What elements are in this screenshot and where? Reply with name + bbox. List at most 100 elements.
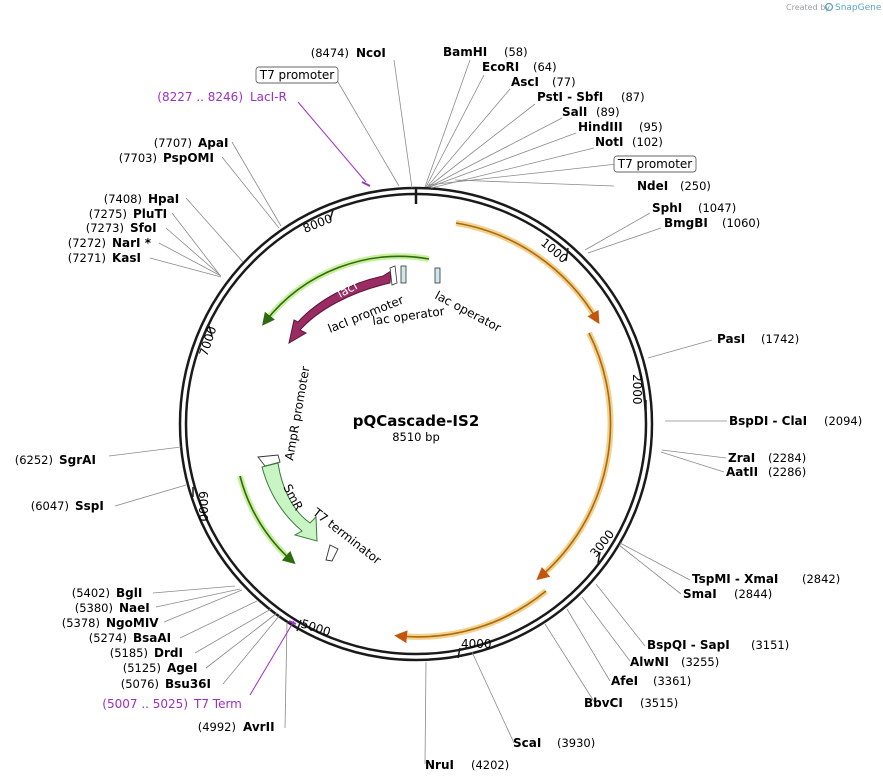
site-apai[interactable]: ApaI — [198, 136, 228, 150]
site-pos-asci: (77) — [552, 75, 576, 89]
tick-4000: 4000 — [461, 637, 492, 651]
t7-promoter-label-2: T7 promoter — [617, 157, 693, 171]
site-tspmi-xmai[interactable]: TspMI - XmaI — [692, 572, 778, 586]
t7-term-mark[interactable] — [288, 620, 297, 625]
site-pos-scai: (3930) — [557, 736, 595, 750]
tick-5000: 5000 — [299, 617, 332, 640]
site-pos-sfoi: (7273) — [86, 221, 124, 235]
t7-terminator-label: T7 terminator — [309, 505, 384, 568]
site-pos-bspdi-clai: (2094) — [824, 414, 862, 428]
site-pluti[interactable]: PluTI — [133, 207, 167, 221]
site-pos-sphi: (1047) — [698, 201, 736, 215]
site-hpai[interactable]: HpaI — [148, 192, 179, 206]
site-drdi[interactable]: DrdI — [154, 646, 183, 660]
ampr-promoter-label: AmpR promoter — [282, 365, 312, 461]
site-pos-ecori: (64) — [533, 60, 557, 74]
site-pos-psti-sbfi: (87) — [621, 90, 645, 104]
snapgene-logo-icon — [824, 2, 834, 12]
site-pos-tspmi-xmai: (2842) — [802, 572, 840, 586]
site-hindiii[interactable]: HindIII — [578, 120, 623, 134]
site-bgli[interactable]: BglI — [116, 586, 142, 600]
credit-prefix: Created by — [786, 3, 830, 12]
site-pos-sgrai: (6252) — [15, 453, 53, 467]
site-smai[interactable]: SmaI — [683, 587, 717, 601]
site-pos-agei: (5125) — [123, 661, 161, 675]
green-arc-smr[interactable] — [239, 475, 296, 565]
site-nrui[interactable]: NruI — [425, 758, 454, 772]
t7-promoter-box-1[interactable] — [255, 66, 339, 84]
site-connectors — [108, 59, 727, 765]
ampr-promoter-mark[interactable] — [257, 454, 281, 467]
site-pos-sali: (89) — [596, 105, 620, 119]
site-pos-sspi: (6047) — [31, 499, 69, 513]
laci-r-mark[interactable] — [361, 181, 371, 187]
laci-promoter-mark[interactable] — [389, 265, 398, 286]
laci-feature[interactable] — [288, 270, 392, 345]
lac-operator-b-mark[interactable] — [434, 267, 441, 284]
t7-terminator-mark[interactable] — [325, 544, 339, 562]
site-bbvci[interactable]: BbvCI — [584, 696, 623, 710]
site-alwni[interactable]: AlwNI — [630, 655, 669, 669]
site-pos-bsu36i: (5076) — [121, 677, 159, 691]
site-bamhi[interactable]: BamHI — [443, 45, 487, 59]
site-zrai[interactable]: ZraI — [728, 451, 755, 465]
site-aatii[interactable]: AatII — [726, 465, 758, 479]
primer-t7-term-name[interactable]: T7 Term — [193, 697, 242, 711]
orf-arc-1[interactable] — [455, 222, 600, 325]
site-noti[interactable]: NotI — [595, 135, 624, 149]
orf-arcs — [394, 220, 614, 644]
orf-arc-1-halo — [455, 220, 600, 322]
site-ndei[interactable]: NdeI — [637, 179, 668, 193]
site-pos-bmgbi: (1060) — [722, 216, 760, 230]
site-kasi[interactable]: KasI — [112, 251, 141, 265]
site-pos-bamhi: (58) — [504, 45, 528, 59]
green-orf-arcs — [237, 253, 430, 565]
orf-arc-2[interactable] — [536, 332, 612, 581]
site-sgrai[interactable]: SgrAI — [59, 453, 96, 467]
site-sali[interactable]: SalI — [562, 105, 587, 119]
plasmid-name: pQCascade-IS2 — [353, 412, 480, 430]
site-pspomi[interactable]: PspOMI — [163, 151, 214, 165]
t7-promoter-label-1: T7 promoter — [259, 68, 335, 82]
lac-operator-a-mark[interactable] — [400, 265, 407, 284]
site-scai[interactable]: ScaI — [513, 736, 541, 750]
site-psti-sbfi[interactable]: PstI - SbfI — [537, 90, 603, 104]
orf-arc-3[interactable] — [394, 590, 547, 644]
site-pos-pasi: (1742) — [761, 332, 799, 346]
t7-promoter-box-2[interactable] — [613, 155, 697, 173]
site-sspi[interactable]: SspI — [75, 499, 104, 513]
site-sfoi[interactable]: SfoI — [130, 221, 157, 235]
site-pasi[interactable]: PasI — [717, 332, 745, 346]
site-pos-naei: (5380) — [75, 601, 113, 615]
site-pos-aatii: (2286) — [768, 465, 806, 479]
site-ecori[interactable]: EcoRI — [482, 60, 519, 74]
site-bspdi-clai[interactable]: BspDI - ClaI — [729, 414, 807, 428]
site-labels-right: BamHI (58) EcoRI (64) AscI (77) PstI - S… — [425, 45, 862, 772]
site-ncoi[interactable]: NcoI — [356, 46, 386, 60]
site-bspqi-sapi[interactable]: BspQI - SapI — [647, 638, 730, 652]
site-afei[interactable]: AfeI — [611, 674, 638, 688]
site-avrii[interactable]: AvrII — [243, 720, 275, 734]
site-agei[interactable]: AgeI — [167, 661, 197, 675]
primer-laci-r-name[interactable]: LacI-R — [250, 90, 287, 104]
site-pos-avrii: (4992) — [198, 720, 236, 734]
site-pos-bgli: (5402) — [72, 586, 110, 600]
site-naei[interactable]: NaeI — [119, 601, 150, 615]
site-sphi[interactable]: SphI — [652, 201, 682, 215]
site-bsu36i[interactable]: Bsu36I — [165, 677, 211, 691]
site-nari[interactable]: NarI * — [112, 236, 152, 250]
site-bmgbi[interactable]: BmgBI — [664, 216, 708, 230]
site-bsaai[interactable]: BsaAI — [133, 631, 171, 645]
site-pos-zrai: (2284) — [768, 451, 806, 465]
site-pos-nrui: (4202) — [471, 758, 509, 772]
site-labels-left: (8474) NcoI (7707) ApaI (7703) PspOMI (7… — [15, 46, 386, 734]
laci-r-connector — [297, 101, 367, 183]
t7-term-connector — [249, 620, 295, 696]
green-arc-laci[interactable] — [262, 255, 430, 326]
smr-feature[interactable] — [261, 462, 318, 542]
site-pos-hpai: (7408) — [104, 192, 142, 206]
site-asci[interactable]: AscI — [511, 75, 539, 89]
site-pos-bspqi-sapi: (3151) — [751, 638, 789, 652]
site-ngomiv[interactable]: NgoMIV — [106, 616, 159, 630]
